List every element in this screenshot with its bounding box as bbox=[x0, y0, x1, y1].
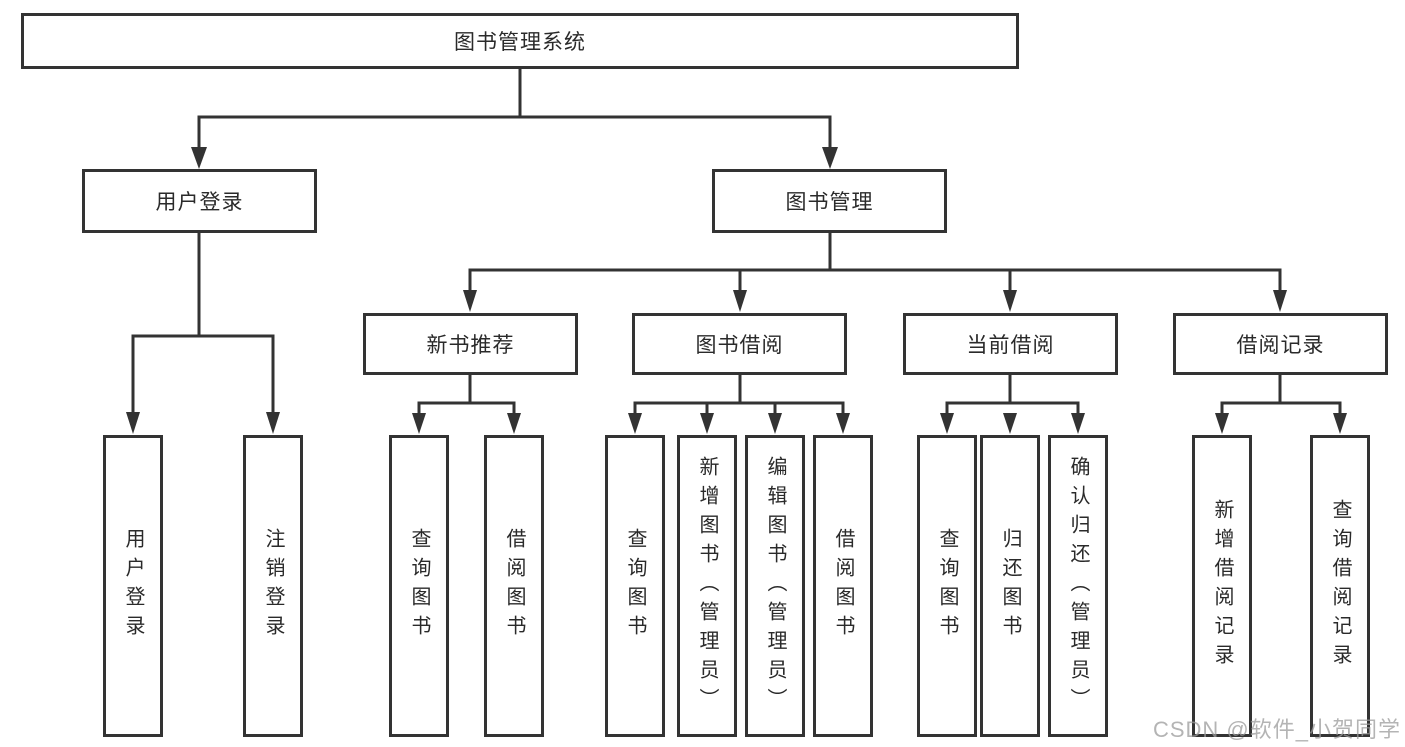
leaf-edit-books-admin: 编辑图书（管理员） bbox=[745, 435, 805, 737]
leaf-confirm-return-admin: 确认归还（管理员） bbox=[1048, 435, 1108, 737]
node-user-login-group: 用户登录 bbox=[82, 169, 317, 233]
connector-current-borrow-branch bbox=[945, 375, 1080, 415]
leaf-query-borrow-record: 查询借阅记录 bbox=[1310, 435, 1370, 737]
leaf-borrow-books-recommend: 借阅图书 bbox=[484, 435, 544, 737]
leaf-return-books: 归还图书 bbox=[980, 435, 1040, 737]
node-borrowing-records: 借阅记录 bbox=[1173, 313, 1388, 375]
node-new-book-recommend: 新书推荐 bbox=[363, 313, 578, 375]
csdn-watermark: CSDN @软件_小贺同学 bbox=[1152, 717, 1401, 742]
connector-user-login-branch bbox=[131, 233, 275, 414]
arrowheads bbox=[126, 147, 1347, 434]
leaf-query-books-borrowing: 查询图书 bbox=[605, 435, 665, 737]
leaf-borrow-books: 借阅图书 bbox=[813, 435, 873, 737]
leaf-add-borrow-record: 新增借阅记录 bbox=[1192, 435, 1252, 737]
connector-book-management-branch bbox=[468, 233, 1282, 292]
connector-book-borrow-branch bbox=[633, 375, 845, 415]
node-book-borrowing: 图书借阅 bbox=[632, 313, 847, 375]
node-library-management-system: 图书管理系统 bbox=[21, 13, 1019, 69]
connector-root-to-level1 bbox=[197, 69, 832, 149]
leaf-logout: 注销登录 bbox=[243, 435, 303, 737]
connector-borrow-record-branch bbox=[1220, 375, 1342, 415]
leaf-add-books-admin: 新增图书（管理员） bbox=[677, 435, 737, 737]
leaf-query-books-current: 查询图书 bbox=[917, 435, 977, 737]
connector-new-book-branch bbox=[417, 375, 516, 415]
node-current-borrowing: 当前借阅 bbox=[903, 313, 1118, 375]
leaf-query-books-recommend: 查询图书 bbox=[389, 435, 449, 737]
node-book-management: 图书管理 bbox=[712, 169, 947, 233]
leaf-user-login: 用户登录 bbox=[103, 435, 163, 737]
